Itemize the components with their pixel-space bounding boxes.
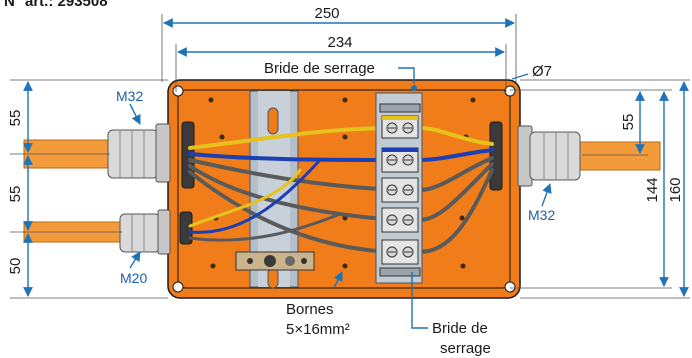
article-number: N° art.: 293508 bbox=[4, 0, 108, 10]
dim-left-top: 55 bbox=[7, 110, 24, 127]
gland-left-top bbox=[107, 123, 171, 183]
dim-right-top: 55 bbox=[620, 114, 637, 131]
dim-inner-width: 234 bbox=[327, 34, 352, 51]
mounting-hole-bl bbox=[172, 281, 184, 293]
label-gland-right: M32 bbox=[528, 207, 555, 223]
terminal-block bbox=[375, 92, 423, 284]
label-terminals-line1: Bornes bbox=[286, 301, 334, 318]
dim-left-bottom: 50 bbox=[7, 258, 24, 275]
label-clamp-bottom-line2: serrage bbox=[440, 340, 491, 357]
wires bbox=[188, 126, 494, 254]
earth-bar bbox=[235, 251, 315, 271]
dim-right-inner-height: 144 bbox=[644, 177, 661, 202]
label-gland-left-bottom: M20 bbox=[120, 270, 147, 286]
gland-right bbox=[517, 125, 581, 187]
dim-left-mid: 55 bbox=[7, 186, 24, 203]
mounting-hole-br bbox=[504, 281, 516, 293]
mounting-hole-tr bbox=[504, 85, 516, 97]
label-gland-left-top: M32 bbox=[116, 88, 143, 104]
gland-left-bottom bbox=[119, 209, 171, 255]
dim-outer-width: 250 bbox=[314, 5, 339, 22]
label-clamp-top: Bride de serrage bbox=[264, 60, 375, 77]
label-terminals-line2: 5×16mm² bbox=[286, 321, 350, 338]
mounting-hole-tl bbox=[172, 85, 184, 97]
dim-hole-diameter: Ø7 bbox=[532, 63, 552, 80]
label-clamp-bottom-line1: Bride de bbox=[432, 320, 488, 337]
dim-right-outer-height: 160 bbox=[667, 177, 684, 202]
dimension-lines bbox=[10, 14, 690, 329]
